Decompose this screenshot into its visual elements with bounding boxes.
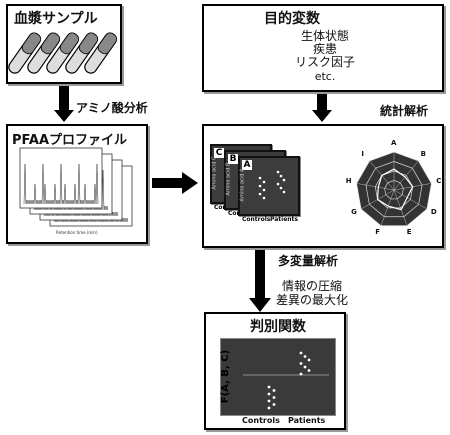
- arrow-head-right: [182, 172, 198, 194]
- discriminant-y-label: F(A, B, C): [220, 349, 232, 404]
- compression-label-1: 情報の圧縮: [282, 279, 343, 293]
- radar-label-c: C: [436, 177, 442, 185]
- statistical-analysis-label: 統計解析: [380, 104, 429, 118]
- radar-label-h: H: [345, 177, 352, 185]
- radar-series: [376, 168, 414, 211]
- radar-label-d: D: [430, 208, 437, 216]
- control-point: [258, 192, 262, 196]
- discriminant-function-title: 判別関数: [250, 319, 306, 335]
- control-point: [267, 392, 271, 396]
- arrow-head-stats: [312, 110, 332, 122]
- control-point: [267, 406, 271, 410]
- multivariate-analysis-label: 多変量解析: [278, 254, 339, 268]
- test-tube-3: [46, 32, 80, 74]
- control-point: [267, 399, 271, 403]
- patient-point: [276, 182, 280, 186]
- discriminant-plot: F(A, B, C): [220, 338, 336, 416]
- radar-spoke: [393, 189, 408, 226]
- radar-label-i: I: [361, 149, 365, 158]
- amino-acid-analysis-label: アミノ酸分析: [76, 101, 148, 115]
- target-item-1: 生体状態: [300, 29, 349, 43]
- card-letter: B: [228, 154, 238, 164]
- patient-point: [299, 351, 303, 355]
- card-x1-label: Controls: [242, 216, 271, 223]
- chromatogram-x-axis-label: Retention time (min): [56, 230, 98, 235]
- pfaa-profile-title: PFAAプロファイル: [12, 133, 128, 148]
- test-tube-4: [65, 32, 99, 74]
- control-point: [262, 196, 266, 200]
- radar-label-a: A: [391, 139, 397, 147]
- patient-point: [307, 369, 311, 372]
- chromatogram-stack: [19, 147, 133, 227]
- target-item-3: リスク因子: [294, 55, 355, 69]
- blood-sample-title: 血漿サンプル: [14, 11, 98, 27]
- target-variable-title: 目的変数: [264, 11, 320, 27]
- target-item-2: 疾患: [312, 42, 337, 56]
- arrow-shaft-right: [152, 178, 182, 188]
- patient-point: [307, 358, 311, 362]
- radar-label-f: F: [375, 228, 381, 237]
- test-tube-2: [27, 32, 61, 74]
- control-point: [262, 180, 266, 184]
- chromatogram-4: [19, 147, 103, 209]
- control-point: [272, 396, 276, 399]
- card-dots: [258, 170, 286, 200]
- test-tubes-icon: [8, 32, 118, 74]
- pfaa-profile-box: PFAAプロファイル Retention time (min): [6, 124, 148, 244]
- radar-spoke: [393, 189, 428, 210]
- radar-spoke: [356, 183, 395, 191]
- target-variable-box: 目的変数 生体状態 疾患 リスク因子 etc.: [202, 4, 444, 92]
- patient-point: [276, 170, 280, 174]
- discriminant-x2-label: Patients: [288, 416, 326, 425]
- radar-chart: [356, 151, 432, 227]
- discriminant-x1-label: Controls: [242, 416, 280, 425]
- patient-point: [282, 178, 286, 182]
- arrow-shaft-stats: [317, 92, 327, 110]
- control-point: [262, 188, 266, 192]
- patient-point: [279, 186, 283, 190]
- control-point: [267, 385, 271, 389]
- patient-point: [279, 174, 283, 178]
- test-tube-5: [84, 32, 118, 74]
- control-point: [258, 176, 262, 180]
- radar-spoke: [380, 189, 395, 226]
- discriminant-function-box: 判別関数 F(A, B, C) Controls Patients: [204, 312, 346, 430]
- control-point: [272, 403, 276, 406]
- radar-ring-2: [365, 161, 423, 218]
- arrow-shaft-amino: [59, 84, 69, 110]
- patient-point: [299, 372, 303, 376]
- arrow-head-multi: [249, 298, 271, 312]
- radar-label-g: G: [351, 208, 357, 216]
- patient-point: [282, 190, 286, 194]
- arrow-shaft-multi: [255, 250, 265, 300]
- control-point: [258, 184, 262, 188]
- blood-sample-box: 血漿サンプル: [6, 4, 122, 84]
- compression-label-2: 差異の最大化: [276, 293, 349, 307]
- target-item-4: etc.: [314, 70, 336, 83]
- card-x2-label: Patients: [270, 216, 298, 223]
- patient-point: [303, 355, 307, 358]
- test-tube-1: [8, 32, 42, 74]
- amino-acid-card-a: A Amino acid A Controls Patients: [238, 156, 300, 223]
- radar-spoke: [393, 160, 419, 191]
- patient-point: [299, 362, 303, 365]
- radar-ring-4: [384, 180, 404, 200]
- arrow-head-amino: [54, 110, 74, 122]
- card-letter: A: [242, 160, 252, 170]
- radar-label-e: E: [406, 228, 412, 237]
- card-letter: C: [214, 148, 224, 158]
- radar-label-b: B: [420, 149, 426, 158]
- statistics-box: C Amino acid C Controls Patients B Amino…: [202, 124, 444, 248]
- discriminant-dots: [243, 351, 329, 410]
- patient-point: [303, 365, 307, 369]
- control-point: [272, 389, 276, 392]
